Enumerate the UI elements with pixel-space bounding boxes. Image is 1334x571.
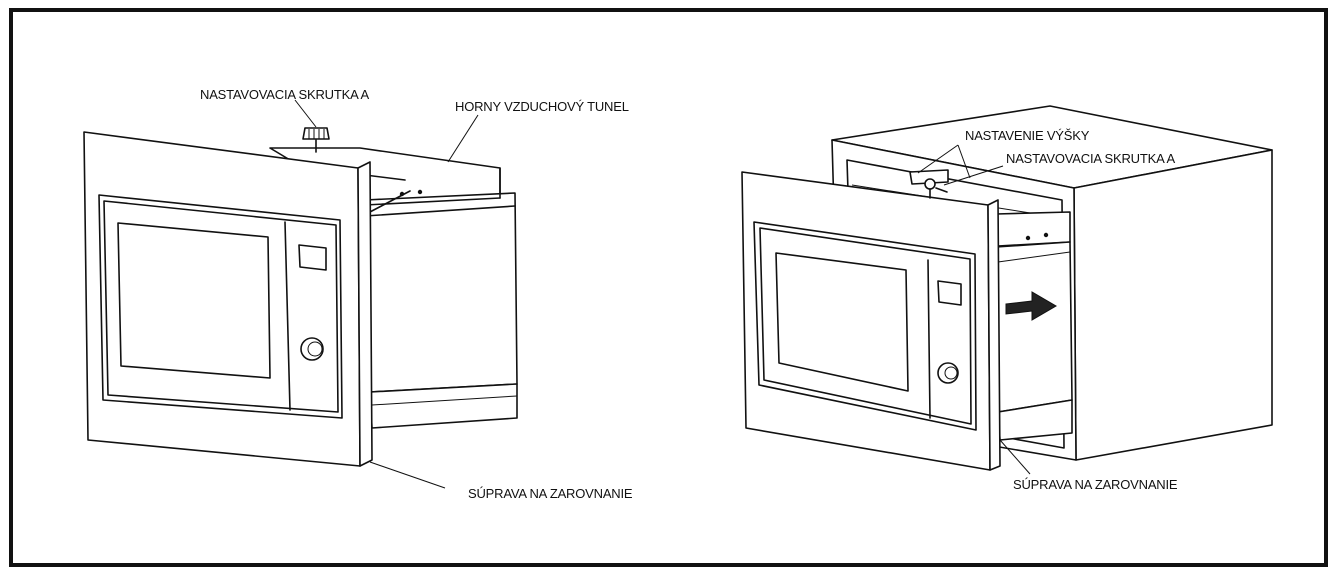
right-display bbox=[937, 280, 962, 306]
leader-left-screw bbox=[294, 99, 317, 128]
right-door-window bbox=[775, 252, 909, 392]
right-oven-body bbox=[995, 211, 1073, 441]
label-right-height-adjust: NASTAVENIE VÝŠKY bbox=[965, 128, 1090, 143]
leader-left-tunnel bbox=[447, 114, 479, 163]
left-display bbox=[298, 244, 327, 271]
label-left-align-kit: SÚPRAVA NA ZAROVNANIE bbox=[468, 486, 633, 501]
left-front-frame bbox=[83, 131, 373, 467]
arrow-right-icon bbox=[1005, 291, 1057, 321]
leader-right-align bbox=[999, 439, 1031, 475]
left-air-tunnel bbox=[269, 147, 518, 429]
leader-right-screw bbox=[943, 165, 1004, 186]
leader-left-align bbox=[369, 461, 446, 489]
right-knob bbox=[937, 362, 959, 384]
left-oven-assembly bbox=[83, 99, 518, 489]
label-right-align-kit: SÚPRAVA NA ZAROVNANIE bbox=[1013, 477, 1178, 492]
leader-right-height-a bbox=[917, 144, 959, 174]
right-adjust-screw-icon bbox=[909, 169, 949, 199]
right-cabinet-assembly bbox=[741, 105, 1273, 475]
label-left-air-tunnel: HORNY VZDUCHOVÝ TUNEL bbox=[455, 99, 629, 114]
label-left-adjust-screw: NASTAVOVACIA SKRUTKA A bbox=[200, 87, 370, 102]
left-adjust-screw-icon bbox=[302, 127, 330, 153]
left-door-window bbox=[117, 222, 271, 379]
label-right-adjust-screw: NASTAVOVACIA SKRUTKA A bbox=[1006, 151, 1176, 166]
leader-right-height-b bbox=[957, 144, 971, 179]
right-front-frame bbox=[741, 171, 1001, 471]
left-knob bbox=[300, 337, 324, 361]
